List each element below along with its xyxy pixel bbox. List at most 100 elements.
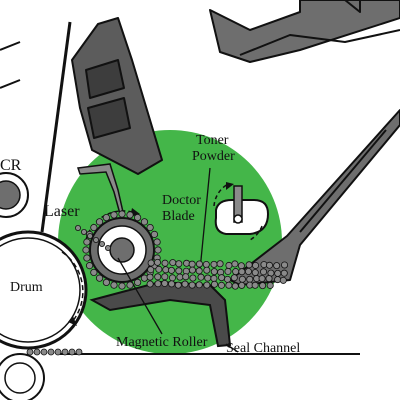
label-drum: Drum [10,280,43,295]
toner-particle [175,260,183,268]
label-blade: Blade [162,209,195,224]
toner-particle [161,259,169,267]
label-doctor: Doctor [162,193,201,208]
toner-particle [146,280,154,288]
toner-particle [188,260,196,268]
toner-particle [95,218,104,226]
toner-particle [232,268,240,276]
toner-particle [203,266,211,274]
toner-particle [210,268,218,276]
toner-particle [274,269,282,277]
toner-particle [210,260,218,268]
toner-particle [140,218,149,226]
toner-particle [279,276,287,284]
toner-particle [280,269,288,277]
toner-particle [169,259,177,267]
toner-particle [188,281,196,289]
label-toner: Toner [196,133,229,148]
toner-particle [90,223,98,232]
toner-particle [238,281,246,289]
leader-lines [117,167,239,353]
label-seal-channel: Seal Channel [226,341,300,356]
toner-particle [211,280,219,288]
toner-particle [231,282,239,290]
toner-particle [155,265,163,273]
toner-particle [82,246,90,254]
toner-particle [102,213,110,222]
toner-particle [146,223,154,232]
label-magnetic-roller: Magnetic Roller [116,335,208,350]
toner-particle [26,348,34,356]
toner-particle [218,274,226,282]
outer-shell [0,41,21,89]
toner-particle [93,236,100,243]
toner-particle [182,273,190,281]
toner-particle [216,260,224,268]
label-cr: CR [0,157,22,174]
toner-particle [33,348,41,356]
toner-particles [26,210,289,356]
toner-particle [162,266,170,274]
toner-particle [118,282,126,290]
toner-particle [244,267,252,275]
toner-particle [168,280,176,288]
drum [0,230,88,350]
toner-particle [146,273,154,281]
toner-particle [204,274,212,282]
toner-particle [118,210,126,218]
toner-particle [99,240,106,247]
toner-particle [90,268,98,277]
toner-particle [161,273,169,281]
magnetic-roller [85,208,155,283]
toner-particle [273,262,281,270]
toner-particle [246,275,254,283]
toner-particle [230,274,238,282]
toner-particle [260,268,268,276]
toner-particle [68,348,76,356]
toner-particle [183,259,191,267]
toner-particle [202,260,210,268]
cartridge-housing [209,0,400,63]
toner-particle [238,275,246,283]
toner-particle [161,279,169,287]
toner-particle [105,244,112,251]
toner-particle [238,268,246,276]
toner-particle [168,274,176,282]
toner-particle [225,281,233,289]
toner-particle [110,281,118,289]
toner-particle [175,267,183,275]
toner-particle [83,238,91,246]
toner-particle [150,230,159,238]
toner-particle [274,276,282,284]
toner-particle [167,266,175,274]
toner-particle [81,228,88,235]
toner-particle [147,266,155,274]
toner-particle [224,275,232,283]
toner-particle [153,258,161,266]
toner-particle [134,278,142,287]
toner-particle [83,254,91,262]
toner-particle [210,274,218,282]
laser-beam [40,21,72,233]
toner-particle [176,273,184,281]
toner-particle [258,275,266,283]
toner-particle [75,348,83,356]
label-powder: Powder [192,149,235,164]
toner-particle [95,274,104,282]
toner-particle [266,281,274,289]
agitator-icon [213,182,270,241]
toner-particle [281,261,289,269]
toner-particle [259,282,267,290]
charge-roller [0,172,29,218]
toner-particle [75,224,82,231]
arrow-head [68,316,77,326]
toner-particle [252,261,260,269]
toner-particle [231,260,239,268]
toner-particle [245,261,253,269]
toner-particle [265,261,273,269]
toner-particle [61,348,69,356]
toner-particle [87,232,94,239]
toner-particle [110,211,118,219]
